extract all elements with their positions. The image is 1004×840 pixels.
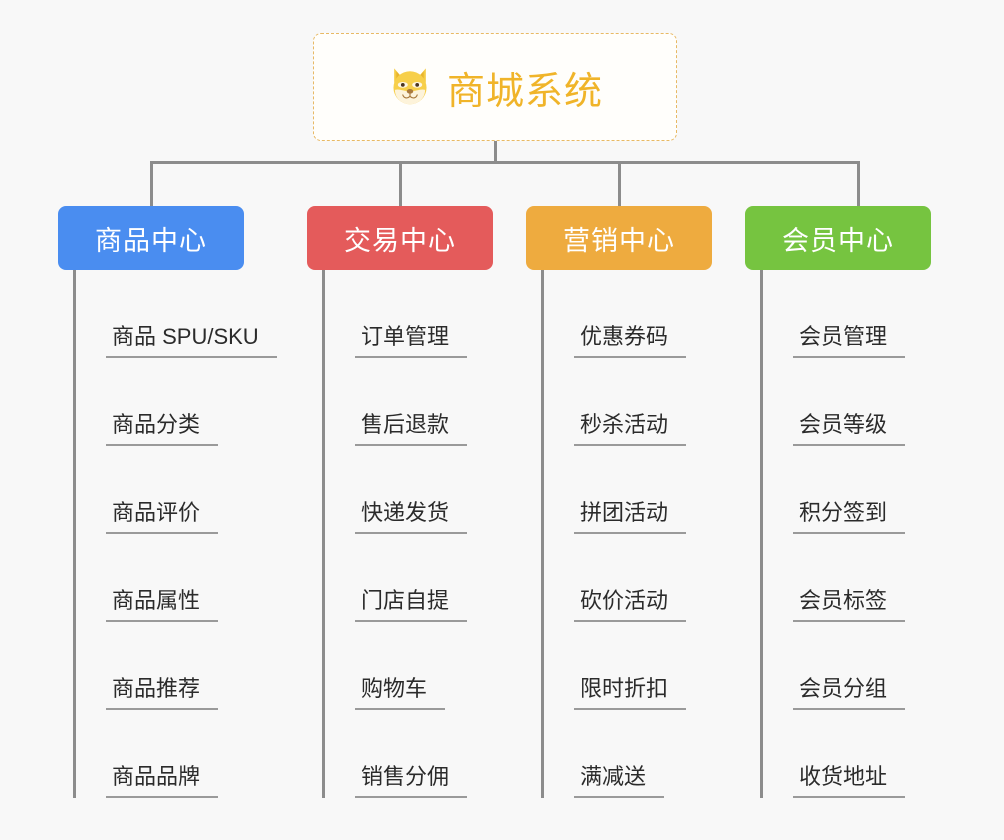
leaf-label: 限时折扣 [574, 675, 687, 710]
list-item[interactable]: 商品分类 [76, 358, 308, 446]
branch-member-center: 会员中心 会员管理 会员等级 积分签到 会员标签 会员分组 收货地址 [745, 206, 965, 798]
leaf-label: 商品分类 [106, 411, 219, 446]
leaf-label: 快递发货 [355, 499, 468, 534]
branch-marketing-center: 营销中心 优惠券码 秒杀活动 拼团活动 砍价活动 限时折扣 满减送 [526, 206, 746, 798]
leaf-label: 满减送 [574, 763, 665, 798]
dog-face-icon [387, 64, 433, 110]
list-item[interactable]: 会员分组 [763, 622, 965, 710]
leaf-label: 商品属性 [106, 587, 219, 622]
connector-drop-4 [857, 161, 860, 206]
leaf-label: 优惠券码 [574, 323, 687, 358]
list-item[interactable]: 商品属性 [76, 534, 308, 622]
list-item[interactable]: 商品 SPU/SKU [76, 270, 308, 358]
leaf-label: 商品评价 [106, 499, 219, 534]
branch-header-marketing-center[interactable]: 营销中心 [526, 206, 712, 270]
leaf-label: 会员等级 [793, 411, 906, 446]
leaf-label: 售后退款 [355, 411, 468, 446]
list-item[interactable]: 会员管理 [763, 270, 965, 358]
connector-root-stem [494, 141, 497, 163]
branch-label: 交易中心 [344, 225, 456, 256]
list-item[interactable]: 砍价活动 [544, 534, 746, 622]
list-item[interactable]: 售后退款 [325, 358, 527, 446]
list-item[interactable]: 积分签到 [763, 446, 965, 534]
leaf-list-trade-center: 订单管理 售后退款 快递发货 门店自提 购物车 销售分佣 [322, 270, 527, 798]
leaf-label: 积分签到 [793, 499, 906, 534]
list-item[interactable]: 门店自提 [325, 534, 527, 622]
leaf-label: 销售分佣 [355, 763, 468, 798]
leaf-label: 会员管理 [793, 323, 906, 358]
list-item[interactable]: 秒杀活动 [544, 358, 746, 446]
leaf-label: 收货地址 [793, 763, 906, 798]
root-node[interactable]: 商城系统 [313, 33, 677, 141]
leaf-label: 商品 SPU/SKU [106, 323, 277, 358]
leaf-label: 秒杀活动 [574, 411, 687, 446]
leaf-label: 拼团活动 [574, 499, 687, 534]
list-item[interactable]: 销售分佣 [325, 710, 527, 798]
connector-drop-2 [399, 161, 402, 206]
list-item[interactable]: 商品推荐 [76, 622, 308, 710]
connector-drop-3 [618, 161, 621, 206]
list-item[interactable]: 商品评价 [76, 446, 308, 534]
leaf-list-marketing-center: 优惠券码 秒杀活动 拼团活动 砍价活动 限时折扣 满减送 [541, 270, 746, 798]
list-item[interactable]: 限时折扣 [544, 622, 746, 710]
list-item[interactable]: 商品品牌 [76, 710, 308, 798]
leaf-label: 订单管理 [355, 323, 468, 358]
branch-header-member-center[interactable]: 会员中心 [745, 206, 931, 270]
branch-label: 商品中心 [95, 225, 207, 256]
connector-horizontal-bus [150, 161, 860, 164]
branch-label: 营销中心 [563, 225, 675, 256]
branch-trade-center: 交易中心 订单管理 售后退款 快递发货 门店自提 购物车 销售分佣 [307, 206, 527, 798]
list-item[interactable]: 收货地址 [763, 710, 965, 798]
leaf-label: 会员分组 [793, 675, 906, 710]
leaf-list-product-center: 商品 SPU/SKU 商品分类 商品评价 商品属性 商品推荐 商品品牌 [73, 270, 308, 798]
root-label: 商城系统 [446, 70, 603, 113]
branch-header-product-center[interactable]: 商品中心 [58, 206, 244, 270]
leaf-label: 商品品牌 [106, 763, 219, 798]
list-item[interactable]: 优惠券码 [544, 270, 746, 358]
connector-drop-1 [150, 161, 153, 206]
branch-label: 会员中心 [782, 225, 894, 256]
list-item[interactable]: 会员标签 [763, 534, 965, 622]
leaf-label: 商品推荐 [106, 675, 219, 710]
list-item[interactable]: 订单管理 [325, 270, 527, 358]
branch-product-center: 商品中心 商品 SPU/SKU 商品分类 商品评价 商品属性 商品推荐 商品品牌 [58, 206, 308, 798]
branch-header-trade-center[interactable]: 交易中心 [307, 206, 493, 270]
list-item[interactable]: 快递发货 [325, 446, 527, 534]
list-item[interactable]: 购物车 [325, 622, 527, 710]
list-item[interactable]: 满减送 [544, 710, 746, 798]
leaf-label: 会员标签 [793, 587, 906, 622]
list-item[interactable]: 拼团活动 [544, 446, 746, 534]
list-item[interactable]: 会员等级 [763, 358, 965, 446]
leaf-label: 门店自提 [355, 587, 468, 622]
leaf-label: 购物车 [355, 675, 446, 710]
leaf-label: 砍价活动 [574, 587, 687, 622]
leaf-list-member-center: 会员管理 会员等级 积分签到 会员标签 会员分组 收货地址 [760, 270, 965, 798]
